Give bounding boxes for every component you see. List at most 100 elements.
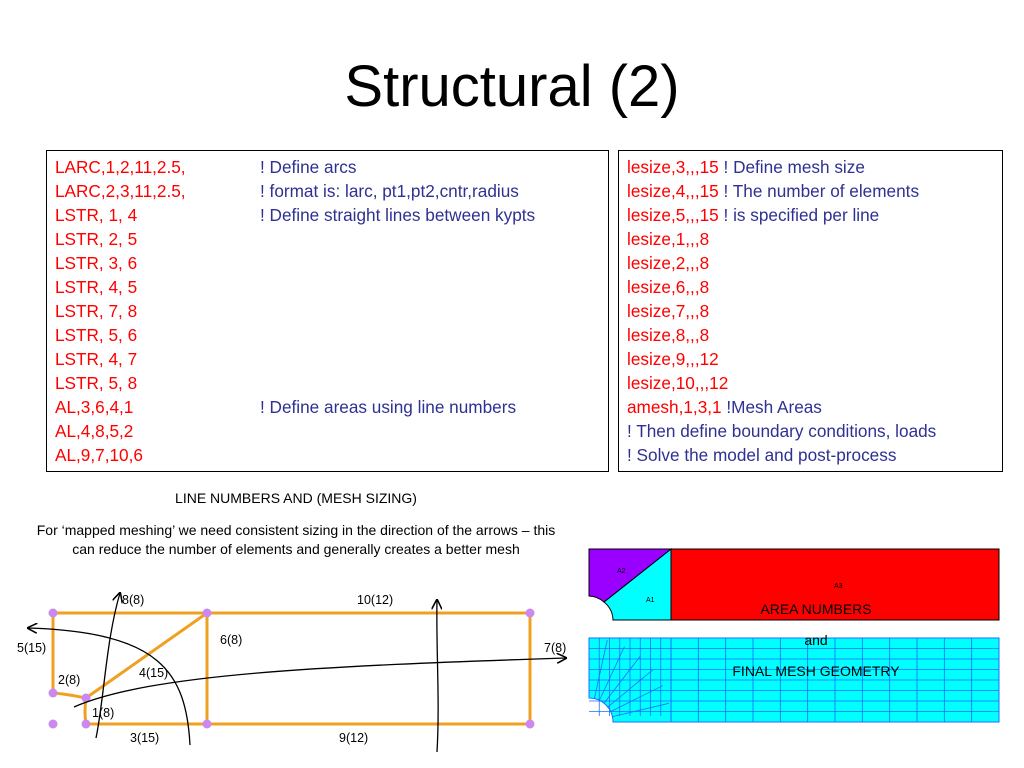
label-area-a3: A3 xyxy=(834,583,843,590)
comment-text: !Mesh Areas xyxy=(726,397,822,417)
arrow-horizontal-long xyxy=(73,658,566,708)
label-line-6: 6(8) xyxy=(220,633,242,647)
mesh-line xyxy=(599,646,625,701)
apdl-command-line: LSTR, 5, 8 xyxy=(55,371,600,395)
apdl-command-line: LSTR, 1, 4! Define straight lines betwee… xyxy=(55,203,600,227)
mesh-command-line: amesh,1,3,1 !Mesh Areas xyxy=(627,395,994,419)
command-text: lesize,5,,,15 xyxy=(627,205,719,225)
mesh-command-line: lesize,8,,,8 xyxy=(627,323,994,347)
command-text: lesize,7,,,8 xyxy=(627,301,710,321)
comment-text: ! Then define boundary conditions, loads xyxy=(627,421,937,441)
keypoint xyxy=(525,719,535,729)
mesh-line xyxy=(610,685,664,712)
mesh-line xyxy=(593,640,608,699)
label-area-a1: A1 xyxy=(646,597,655,604)
command-text: lesize,8,,,8 xyxy=(627,325,710,345)
command-text: LSTR, 4, 5 xyxy=(55,277,138,297)
geometry-lines xyxy=(51,611,532,726)
mesh-command-line: lesize,5,,,15 ! is specified per line xyxy=(627,203,994,227)
area-plot: A2 A1 A3 xyxy=(588,547,1000,621)
label-line-9: 9(12) xyxy=(339,731,368,745)
command-text: LSTR, 3, 6 xyxy=(55,253,138,273)
command-text: lesize,3,,,15 xyxy=(627,157,719,177)
apdl-command-line: LARC,2,3,11,2.5,! format is: larc, pt1,p… xyxy=(55,179,600,203)
mesh-line xyxy=(603,656,641,704)
mapped-meshing-note: For ‘mapped meshing’ we need consistent … xyxy=(36,522,556,557)
label-line-4: 4(15) xyxy=(139,666,168,680)
apdl-command-line: LARC,1,2,11,2.5, ! Define arcs xyxy=(55,155,600,179)
comment-text: ! Solve the model and post-process xyxy=(627,445,897,465)
area-a2-shape xyxy=(588,548,673,603)
keypoint xyxy=(525,608,535,618)
apdl-command-line: LSTR, 7, 8 xyxy=(55,299,600,323)
mesh-command-line: lesize,10,,,12 xyxy=(627,371,994,395)
apdl-command-line: AL,9,7,10,6 xyxy=(55,443,600,467)
arrow-radial-upper xyxy=(95,593,120,739)
command-text: lesize,1,,,8 xyxy=(627,229,710,249)
comment-text: ! is specified per line xyxy=(723,205,880,225)
keypoints xyxy=(48,608,535,729)
apdl-command-line: AL,3,6,4,1 ! Define areas using line numb… xyxy=(55,395,600,419)
mesh-command-line: lesize,3,,,15 ! Define mesh size xyxy=(627,155,994,179)
command-text: LSTR, 1, 4 xyxy=(55,205,138,225)
comment-text: ! Define mesh size xyxy=(723,157,865,177)
command-text: LSTR, 5, 8 xyxy=(55,373,138,393)
keypoint xyxy=(48,608,58,618)
apdl-command-line: LSTR, 2, 5 xyxy=(55,227,600,251)
keypoint xyxy=(81,693,91,703)
area-a3-shape xyxy=(670,548,1000,621)
comment-text: ! Define arcs xyxy=(260,157,357,177)
command-text: lesize,4,,,15 xyxy=(627,181,719,201)
caption-final-mesh: FINAL MESH GEOMETRY xyxy=(732,663,900,679)
label-line-1: 1(8) xyxy=(92,706,114,720)
mesh-command-line: ! Solve the model and post-process xyxy=(627,443,994,467)
mesh-command-line: lesize,6,,,8 xyxy=(627,275,994,299)
mesh-command-line: lesize,4,,,15 ! The number of elements xyxy=(627,179,994,203)
mesh-command-line: lesize,1,,,8 xyxy=(627,227,994,251)
command-text: lesize,6,,,8 xyxy=(627,277,710,297)
command-text: LSTR, 4, 7 xyxy=(55,349,138,369)
command-text: LSTR, 7, 8 xyxy=(55,301,138,321)
line-4 xyxy=(85,611,208,700)
label-line-2: 2(8) xyxy=(58,673,80,687)
label-line-7: 7(8) xyxy=(544,641,566,655)
mesh-grid-lines xyxy=(589,638,999,722)
sizing-arrows xyxy=(28,593,566,753)
mesh-line xyxy=(612,702,670,718)
command-text: LARC,2,3,11,2.5, xyxy=(55,181,186,201)
keypoint xyxy=(202,608,212,618)
mesh-plot xyxy=(588,637,1000,723)
command-text: lesize,2,,,8 xyxy=(627,253,710,273)
command-text: AL,3,6,4,1 xyxy=(55,397,134,417)
apdl-command-line: LSTR, 5, 6 xyxy=(55,323,600,347)
apdl-command-line: LSTR, 4, 7 xyxy=(55,347,600,371)
line-labels: 8(8) 10(12) 6(8) 5(15) 7(8) 4(15) 2(8) 1… xyxy=(17,593,566,745)
mesh-command-line: lesize,7,,,8 xyxy=(627,299,994,323)
command-text: AL,9,7,10,6 xyxy=(55,445,143,465)
caption-and: and xyxy=(804,632,827,648)
label-area-a2: A2 xyxy=(617,568,626,575)
label-line-5: 5(15) xyxy=(17,641,46,655)
caption-area-numbers: AREA NUMBERS xyxy=(760,601,871,617)
arrow-vertical-right xyxy=(437,600,438,753)
label-line-10: 10(12) xyxy=(357,593,393,607)
command-text: LSTR, 5, 6 xyxy=(55,325,138,345)
command-text: LARC,1,2,11,2.5, xyxy=(55,157,186,177)
keypoint xyxy=(48,719,58,729)
apdl-command-line: AL,4,8,5,2 xyxy=(55,419,600,443)
comment-text: ! Define areas using line numbers xyxy=(260,397,517,417)
label-line-3: 3(15) xyxy=(130,731,159,745)
command-text: AL,4,8,5,2 xyxy=(55,421,134,441)
command-text: LSTR, 2, 5 xyxy=(55,229,138,249)
keypoint xyxy=(202,719,212,729)
command-text: lesize,9,,,12 xyxy=(627,349,719,369)
mesh-command-line: ! Then define boundary conditions, loads xyxy=(627,419,994,443)
mesh-line xyxy=(607,669,654,708)
sizing-title: LINE NUMBERS AND (MESH SIZING) xyxy=(175,490,417,506)
keypoint xyxy=(48,688,58,698)
command-text: amesh,1,3,1 xyxy=(627,397,722,417)
apdl-command-line: LSTR, 3, 6 xyxy=(55,251,600,275)
mesh-command-line: lesize,9,,,12 xyxy=(627,347,994,371)
